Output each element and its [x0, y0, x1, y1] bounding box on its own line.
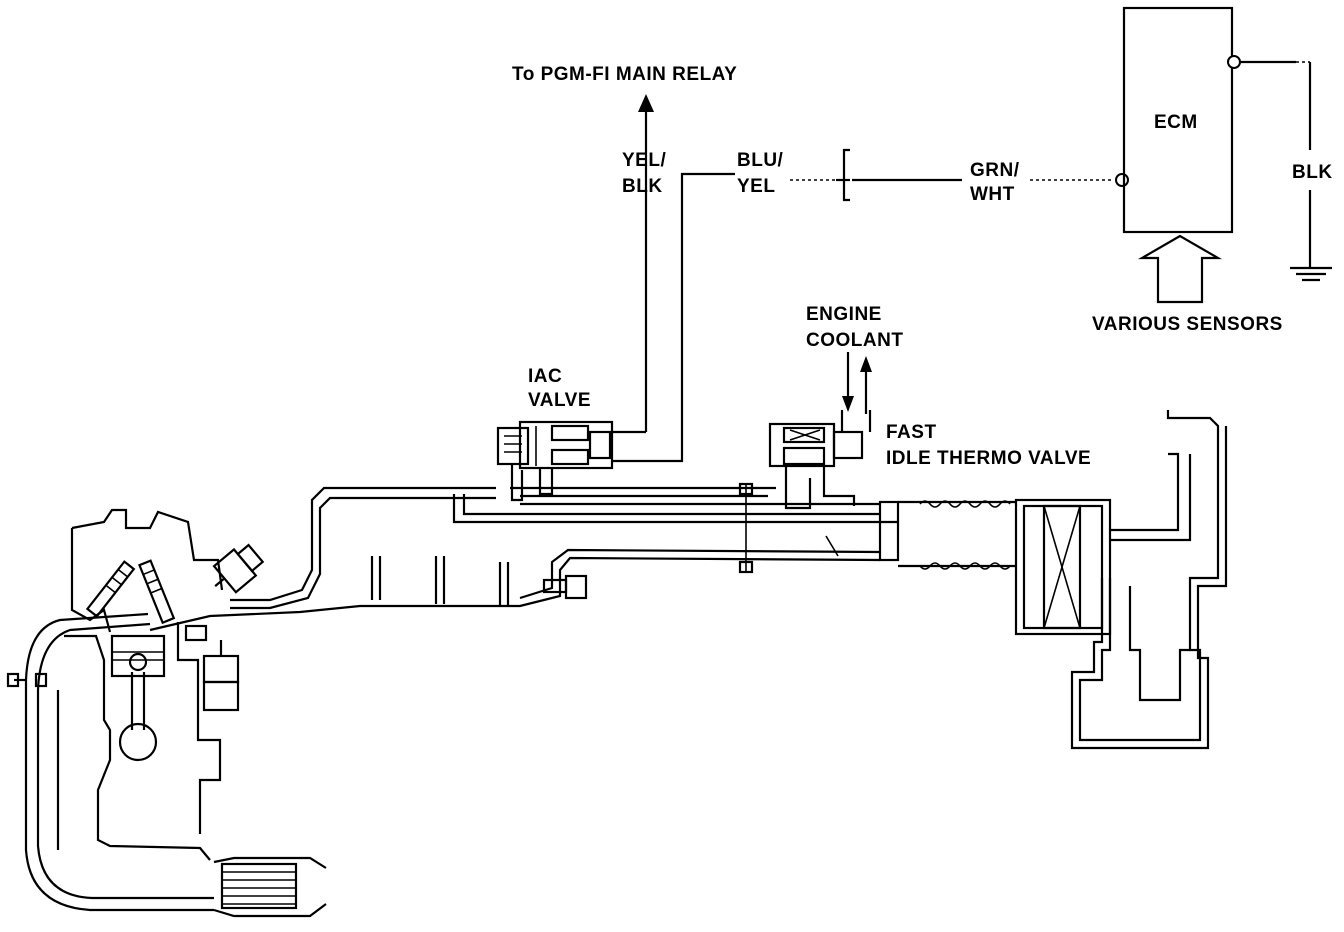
blu-yel-wire	[612, 172, 735, 463]
fast-idle-label-line2: IDLE THERMO VALVE	[886, 448, 1091, 469]
ground-symbol-icon	[1290, 266, 1332, 282]
arrow-up-icon	[638, 94, 654, 112]
blu-yel-label-line2: YEL	[737, 176, 775, 197]
coolant-label-line2: COOLANT	[806, 330, 903, 351]
arrow-down-icon	[842, 396, 854, 412]
connector-icon	[836, 148, 850, 202]
coolant-label-line1: ENGINE	[806, 304, 882, 325]
intake-system	[149, 410, 1228, 750]
relay-label: To PGM-FI MAIN RELAY	[512, 64, 737, 85]
ecm-terminal-input	[1115, 173, 1129, 187]
ecm-box	[1122, 6, 1234, 234]
grn-wht-label-line2: WHT	[970, 184, 1015, 205]
fast-idle-thermo-valve	[768, 410, 872, 510]
sensors-label: VARIOUS SENSORS	[1092, 314, 1283, 335]
iac-label-line1: IAC	[528, 366, 562, 387]
arrow-up-icon	[860, 356, 872, 372]
ecm-label: ECM	[1154, 112, 1198, 133]
iac-label-line2: VALVE	[528, 390, 591, 411]
grn-wht-label-line1: GRN/	[970, 160, 1020, 181]
yel-blk-label-line2: BLK	[622, 176, 663, 197]
iac-valve	[496, 420, 614, 502]
engine	[6, 508, 327, 918]
blk-label: BLK	[1292, 162, 1333, 183]
sensors-arrow-icon	[1137, 234, 1223, 304]
yel-blk-label-line1: YEL/	[622, 150, 666, 171]
ecm-terminal-ground	[1227, 55, 1241, 69]
fast-idle-label-line1: FAST	[886, 422, 937, 443]
catalytic-converter	[213, 856, 327, 918]
blu-yel-label-line1: BLU/	[737, 150, 784, 171]
labels: To PGM-FI MAIN RELAY YEL/ BLK BLU/ YEL G…	[512, 64, 1333, 469]
wiring	[612, 6, 1332, 463]
